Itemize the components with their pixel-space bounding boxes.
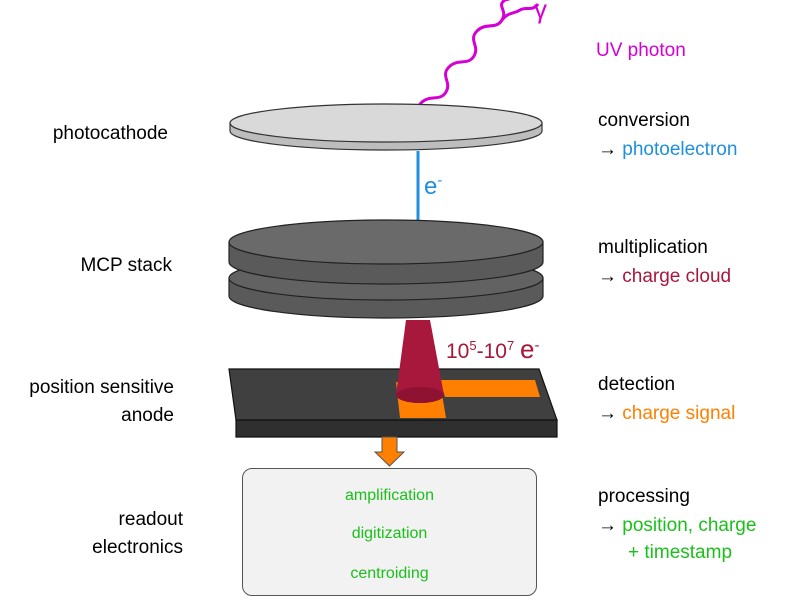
photon-label: UV photon: [596, 40, 686, 61]
photon-wave-top: [475, 2, 540, 33]
stage-multiplication-arrow: →: [598, 266, 617, 287]
stage-processing-value: position, charge: [622, 515, 757, 536]
anode-label-line2: anode: [121, 405, 174, 426]
stage-processing-title: processing: [598, 486, 690, 507]
charge-cloud: [396, 320, 444, 403]
readout-step-digitization: digitization: [351, 525, 428, 542]
stage-conversion-value: photoelectron: [622, 139, 738, 160]
electron-charge: -: [437, 172, 443, 189]
readout-box: amplification digitization centroiding: [242, 468, 537, 596]
stage-conversion-arrow: →: [598, 139, 617, 160]
mcp-stack-label: MCP stack: [80, 255, 172, 276]
photocathode-disk: [229, 103, 543, 151]
stage-detection-result: → charge signal: [598, 403, 735, 425]
stage-multiplication-title: multiplication: [598, 237, 708, 258]
stage-multiplication-value: charge cloud: [622, 266, 732, 287]
readout-step-centroiding: centroiding: [350, 565, 429, 582]
gain-exp1: 5: [469, 338, 477, 353]
gain-dash: -: [476, 340, 484, 363]
stage-detection-value: charge signal: [622, 403, 736, 424]
photocathode-label: photocathode: [52, 123, 168, 144]
photon-symbol: γ: [534, 0, 547, 24]
stage-processing-arrow: →: [598, 515, 617, 536]
electron-symbol: e: [424, 173, 438, 200]
anode-label-line1: position sensitive: [29, 377, 174, 398]
electron-label: e-: [424, 172, 442, 201]
anode-slab: [228, 368, 558, 438]
gain-base1: 10: [446, 340, 470, 363]
stage-conversion-result: → photoelectron: [598, 139, 737, 161]
readout-label-line2: electronics: [92, 537, 183, 558]
gain-unit-exp: -: [534, 337, 540, 354]
stage-detection-arrow: →: [598, 403, 617, 424]
stage-processing-value2: + timestamp: [628, 542, 733, 563]
stage-conversion-title: conversion: [598, 110, 690, 131]
gain-label: 105-107 e-: [446, 334, 540, 365]
readout-step-amplification: amplification: [345, 487, 434, 504]
readout-label-line1: readout: [118, 509, 183, 530]
anode-strip-horizontal: [440, 380, 540, 397]
gain-unit: e: [520, 334, 535, 364]
gain-base2: 10: [483, 340, 507, 363]
mcp-stack: [228, 219, 544, 319]
stage-detection-title: detection: [598, 374, 676, 395]
stage-processing-result: → position, charge: [598, 515, 756, 537]
stage-multiplication-result: → charge cloud: [598, 266, 731, 288]
down-arrow: [373, 436, 406, 467]
gain-exp2: 7: [506, 338, 515, 353]
